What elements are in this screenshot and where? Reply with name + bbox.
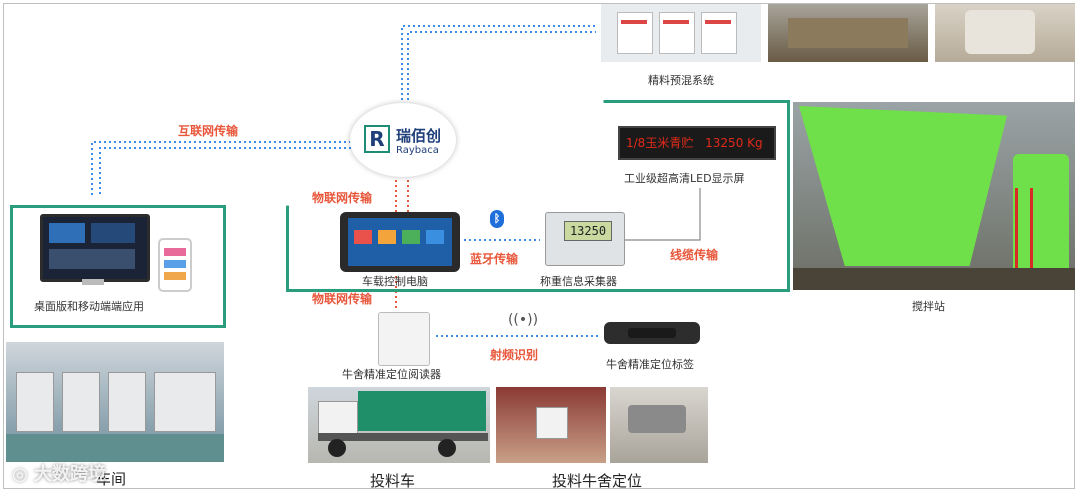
link-logo-premix [401, 25, 596, 100]
iot-bottom-label: 物联网传输 [312, 292, 373, 306]
reader-label: 牛舍精准定位阅读器 [342, 368, 441, 381]
feed-truck-label: 投料车 [370, 472, 416, 490]
led-label: 工业级超高清LED显示屏 [624, 172, 745, 185]
barn-photo-left [496, 387, 606, 463]
premix-photo-silo [935, 4, 1075, 62]
led-text: 1/8玉米青贮 [626, 136, 694, 150]
link-internet [91, 141, 356, 196]
weigh-collector-label: 称重信息采集器 [540, 275, 617, 288]
premix-photo-panel [601, 4, 761, 62]
barn-position-label: 投料牛舍定位 [552, 472, 643, 490]
weigh-collector-icon: 13250 [545, 212, 625, 266]
workshop-photo [6, 342, 224, 462]
vehicle-pc-icon [340, 212, 460, 272]
vehicle-pc-label: 车载控制电脑 [362, 275, 428, 288]
logo-name-cn: 瑞佰创 [396, 127, 442, 145]
premix-label: 精料预混系统 [648, 74, 714, 87]
rfid-tag-icon [604, 322, 700, 344]
desktop-monitor-icon [40, 214, 150, 282]
iot-top-label: 物联网传输 [312, 191, 373, 205]
feed-truck-photo [308, 387, 490, 463]
monitor-stand [82, 279, 104, 285]
logo-r-icon: R [364, 125, 390, 153]
logo-name-en: Raybaca [396, 145, 439, 156]
bluetooth-label: 蓝牙传输 [470, 252, 519, 266]
link-cable [624, 188, 701, 241]
bluetooth-icon: ᛒ [490, 210, 504, 228]
company-logo: R 瑞佰创 Raybaca [350, 103, 456, 177]
desktop-app-label: 桌面版和移动端端应用 [34, 300, 144, 313]
led-screen-icon: 1/8玉米青贮 13250 Kg [618, 126, 776, 160]
tag-label: 牛舍精准定位标签 [606, 358, 694, 371]
workshop-label: 车间 [96, 470, 127, 488]
rfid-reader-icon [378, 312, 430, 366]
cable-label: 线缆传输 [670, 248, 719, 262]
mixing-station-photo [793, 102, 1075, 290]
barn-photo-right [610, 387, 708, 463]
rfid-wave-icon: ((•)) [507, 312, 539, 328]
premix-photo-hopper [768, 4, 928, 62]
rfid-label: 射频识别 [490, 348, 539, 362]
led-value: 13250 Kg [705, 136, 763, 150]
internet-label: 互联网传输 [178, 124, 239, 138]
mobile-phone-icon [158, 238, 192, 292]
weigh-display: 13250 [564, 221, 612, 241]
desktop-app-box [10, 205, 226, 328]
mixing-station-label: 搅拌站 [912, 300, 945, 313]
watermark-icon: ◎ [12, 464, 34, 485]
watermark: ◎ 大数跨境 [12, 464, 106, 485]
